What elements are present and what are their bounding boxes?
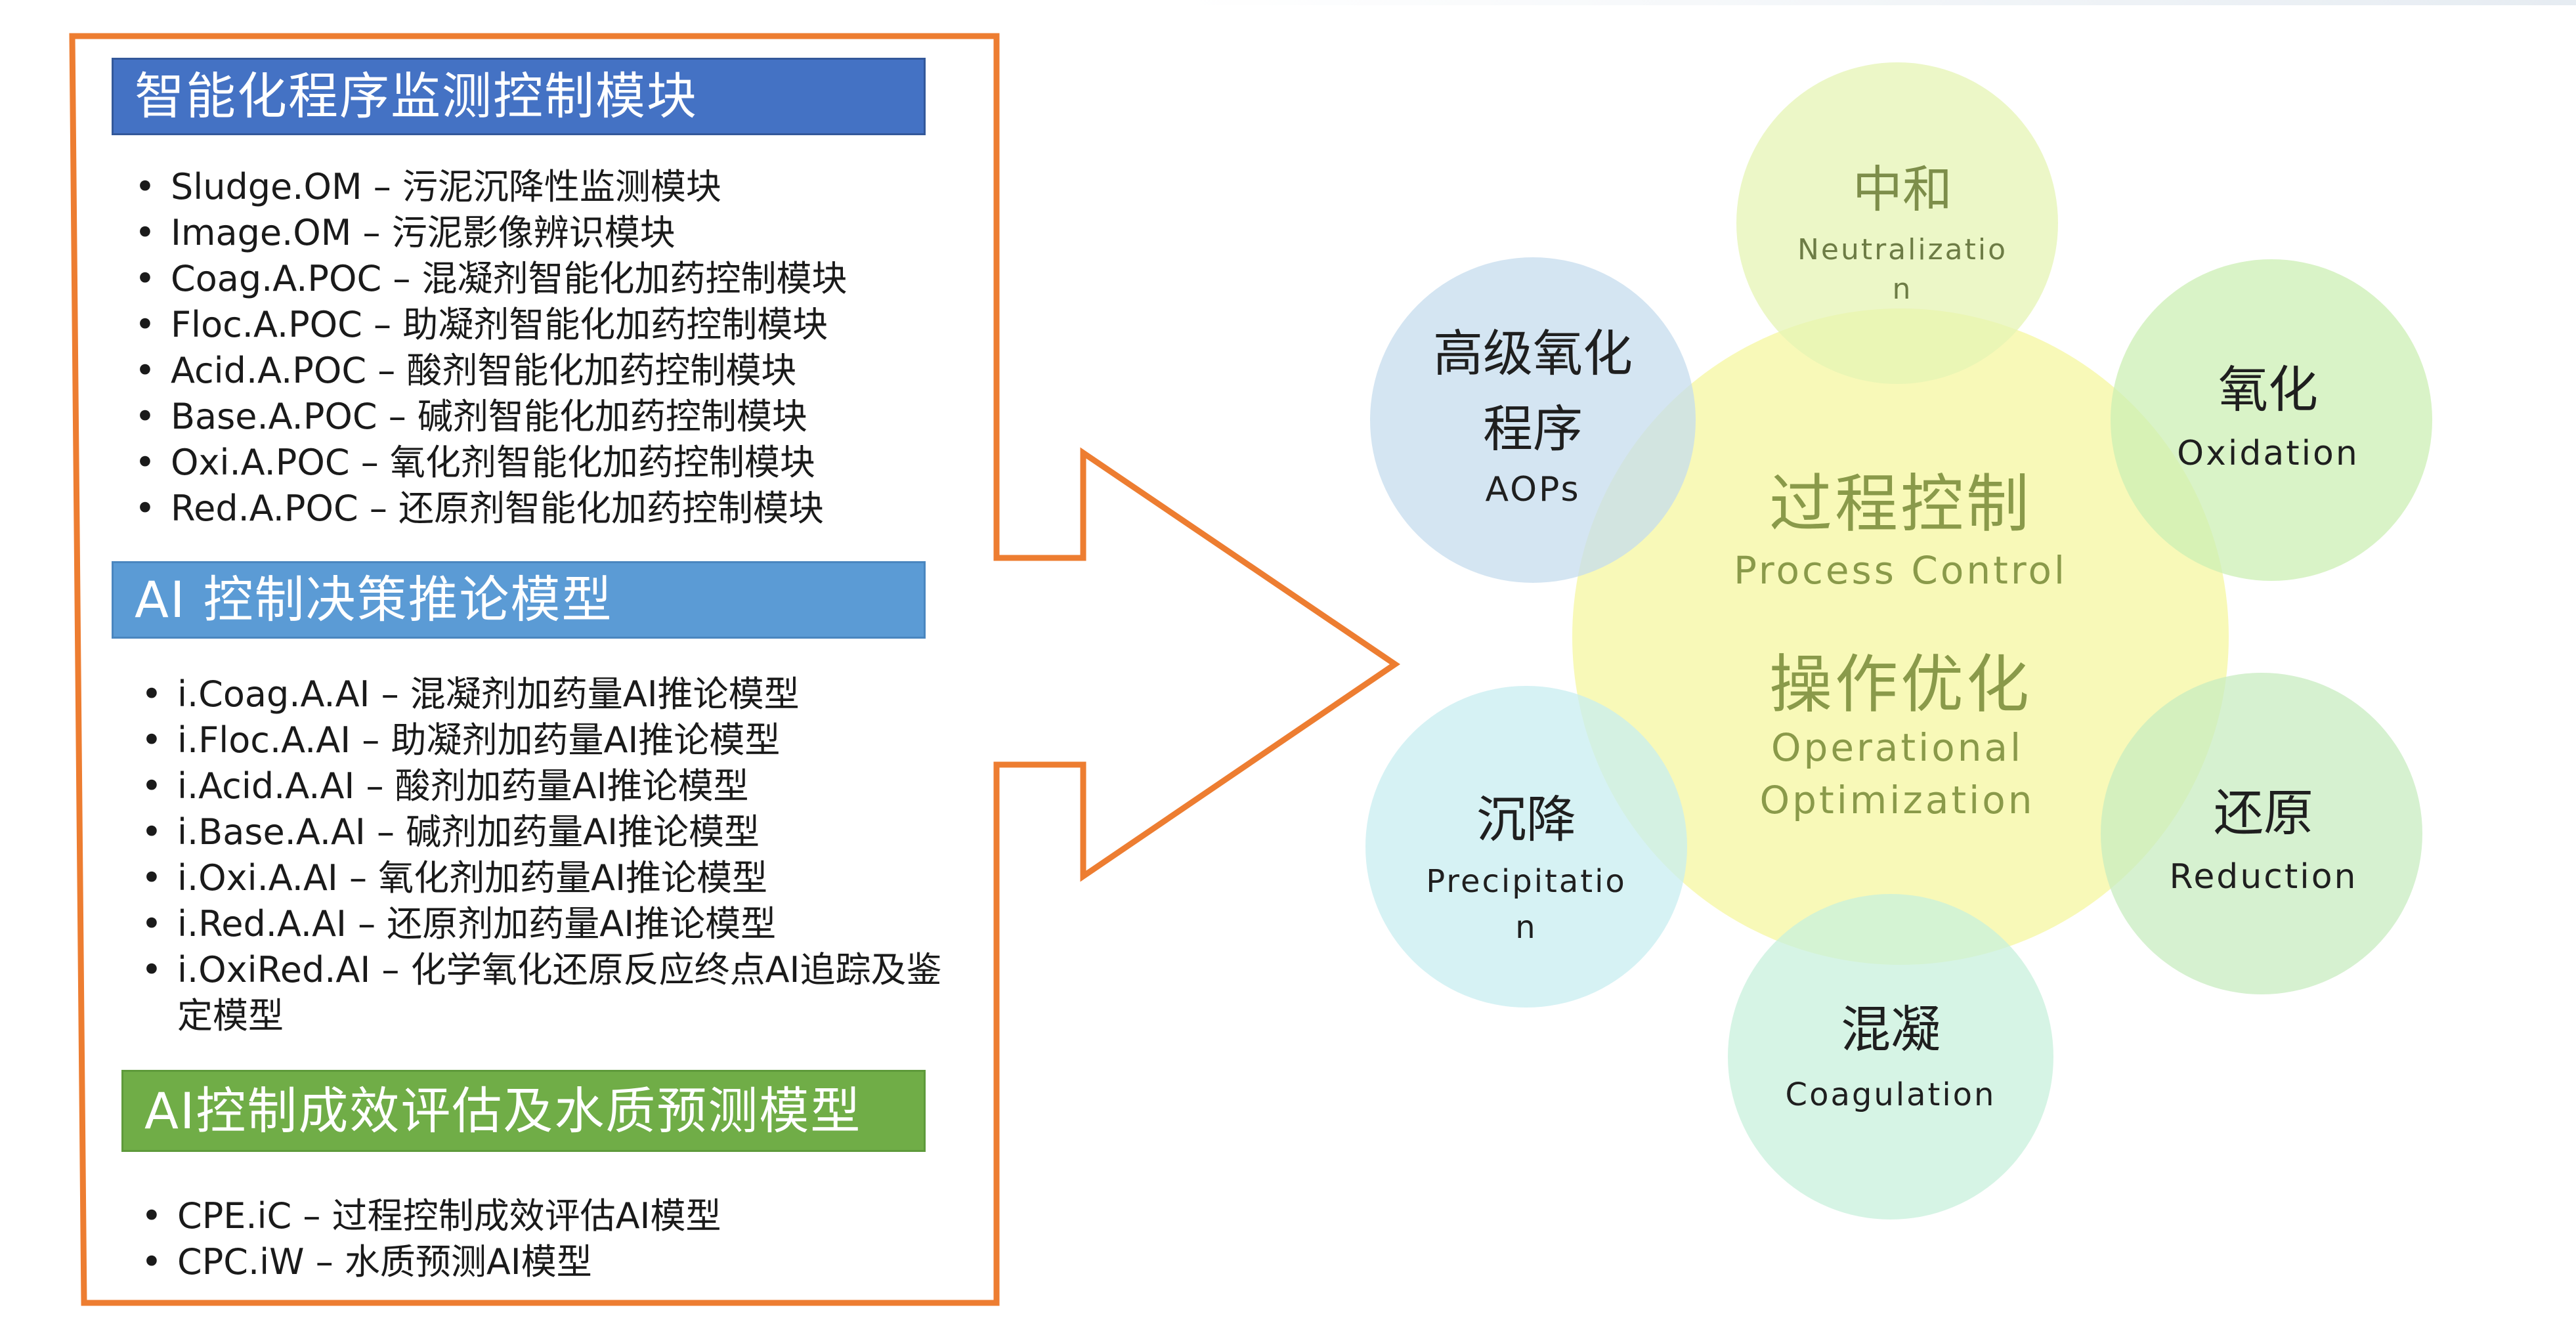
list-item: i.OxiRed.AI – 化学氧化还原反应终点AI追踪及鉴定模型 (141, 947, 952, 1039)
section-title: AI 控制决策推论模型 (135, 570, 613, 629)
list-item: i.Base.A.AI – 碱剂加药量AI推论模型 (141, 809, 952, 855)
list-item: Acid.A.POC – 酸剂智能化加药控制模块 (135, 348, 848, 394)
section-title: AI控制成效评估及水质预测模型 (144, 1081, 862, 1140)
coagulation-label-zh: 混凝 (1841, 1000, 1941, 1059)
neutralization-label-zh: 中和 (1853, 160, 1952, 219)
neutralization-label-en-2: n (1892, 272, 1913, 306)
center-subtitle-optimization-2: Optimization (1759, 778, 2035, 822)
aops-label-zh-2: 程序 (1483, 400, 1583, 458)
reduction-label-zh: 还原 (2214, 784, 2313, 842)
list-item: Image.OM – 污泥影像辨识模块 (135, 210, 848, 256)
list-item: i.Red.A.AI – 还原剂加药量AI推论模型 (141, 901, 952, 947)
list-item: CPC.iW – 水质预测AI模型 (141, 1239, 721, 1285)
oxidation-label-zh: 氧化 (2218, 360, 2318, 419)
precipitation-label-zh: 沉降 (1476, 790, 1576, 849)
neutralization-label-en-1: Neutralizatio (1797, 233, 2008, 266)
aops-label-zh-1: 高级氧化 (1433, 324, 1633, 383)
section-header-ai-decision: AI 控制决策推论模型 (112, 561, 926, 639)
precipitation-label-en-1: Precipitatio (1426, 863, 1627, 900)
list-item: Red.A.POC – 还原剂智能化加药控制模块 (135, 486, 848, 532)
list-item: Oxi.A.POC – 氧化剂智能化加药控制模块 (135, 440, 848, 486)
ai-decision-model-list: i.Coag.A.AI – 混凝剂加药量AI推论模型 i.Floc.A.AI –… (141, 671, 952, 1039)
list-item: i.Acid.A.AI – 酸剂加药量AI推论模型 (141, 763, 952, 809)
evaluation-model-list: CPE.iC – 过程控制成效评估AI模型 CPC.iW – 水质预测AI模型 (141, 1193, 721, 1285)
reduction-label-en: Reduction (2169, 857, 2358, 897)
section-title: 智能化程序监测控制模块 (135, 67, 698, 125)
center-title-optimization: 操作优化 (1769, 648, 2032, 721)
section-header-evaluation: AI控制成效评估及水质预测模型 (121, 1070, 926, 1152)
list-item: i.Floc.A.AI – 助凝剂加药量AI推论模型 (141, 717, 952, 763)
monitoring-module-list: Sludge.OM – 污泥沉降性监测模块 Image.OM – 污泥影像辨识模… (135, 164, 848, 532)
center-subtitle-process-control: Process Control (1733, 548, 2068, 593)
list-item: CPE.iC – 过程控制成效评估AI模型 (141, 1193, 721, 1239)
top-band (1182, 0, 2576, 5)
precipitation-label-en-2: n (1515, 909, 1537, 946)
list-item: Floc.A.POC – 助凝剂智能化加药控制模块 (135, 302, 848, 348)
list-item: Coag.A.POC – 混凝剂智能化加药控制模块 (135, 256, 848, 302)
oxidation-label-en: Oxidation (2177, 434, 2359, 473)
list-item: i.Oxi.A.AI – 氧化剂加药量AI推论模型 (141, 855, 952, 901)
list-item: Sludge.OM – 污泥沉降性监测模块 (135, 164, 848, 210)
section-header-monitoring: 智能化程序监测控制模块 (112, 58, 926, 135)
center-title-process-control: 过程控制 (1769, 467, 2032, 541)
list-item: Base.A.POC – 碱剂智能化加药控制模块 (135, 394, 848, 440)
list-item: i.Coag.A.AI – 混凝剂加药量AI推论模型 (141, 671, 952, 717)
aops-label-en: AOPs (1485, 470, 1581, 509)
coagulation-label-en: Coagulation (1785, 1076, 1996, 1113)
center-subtitle-optimization-1: Operational (1771, 725, 2024, 770)
